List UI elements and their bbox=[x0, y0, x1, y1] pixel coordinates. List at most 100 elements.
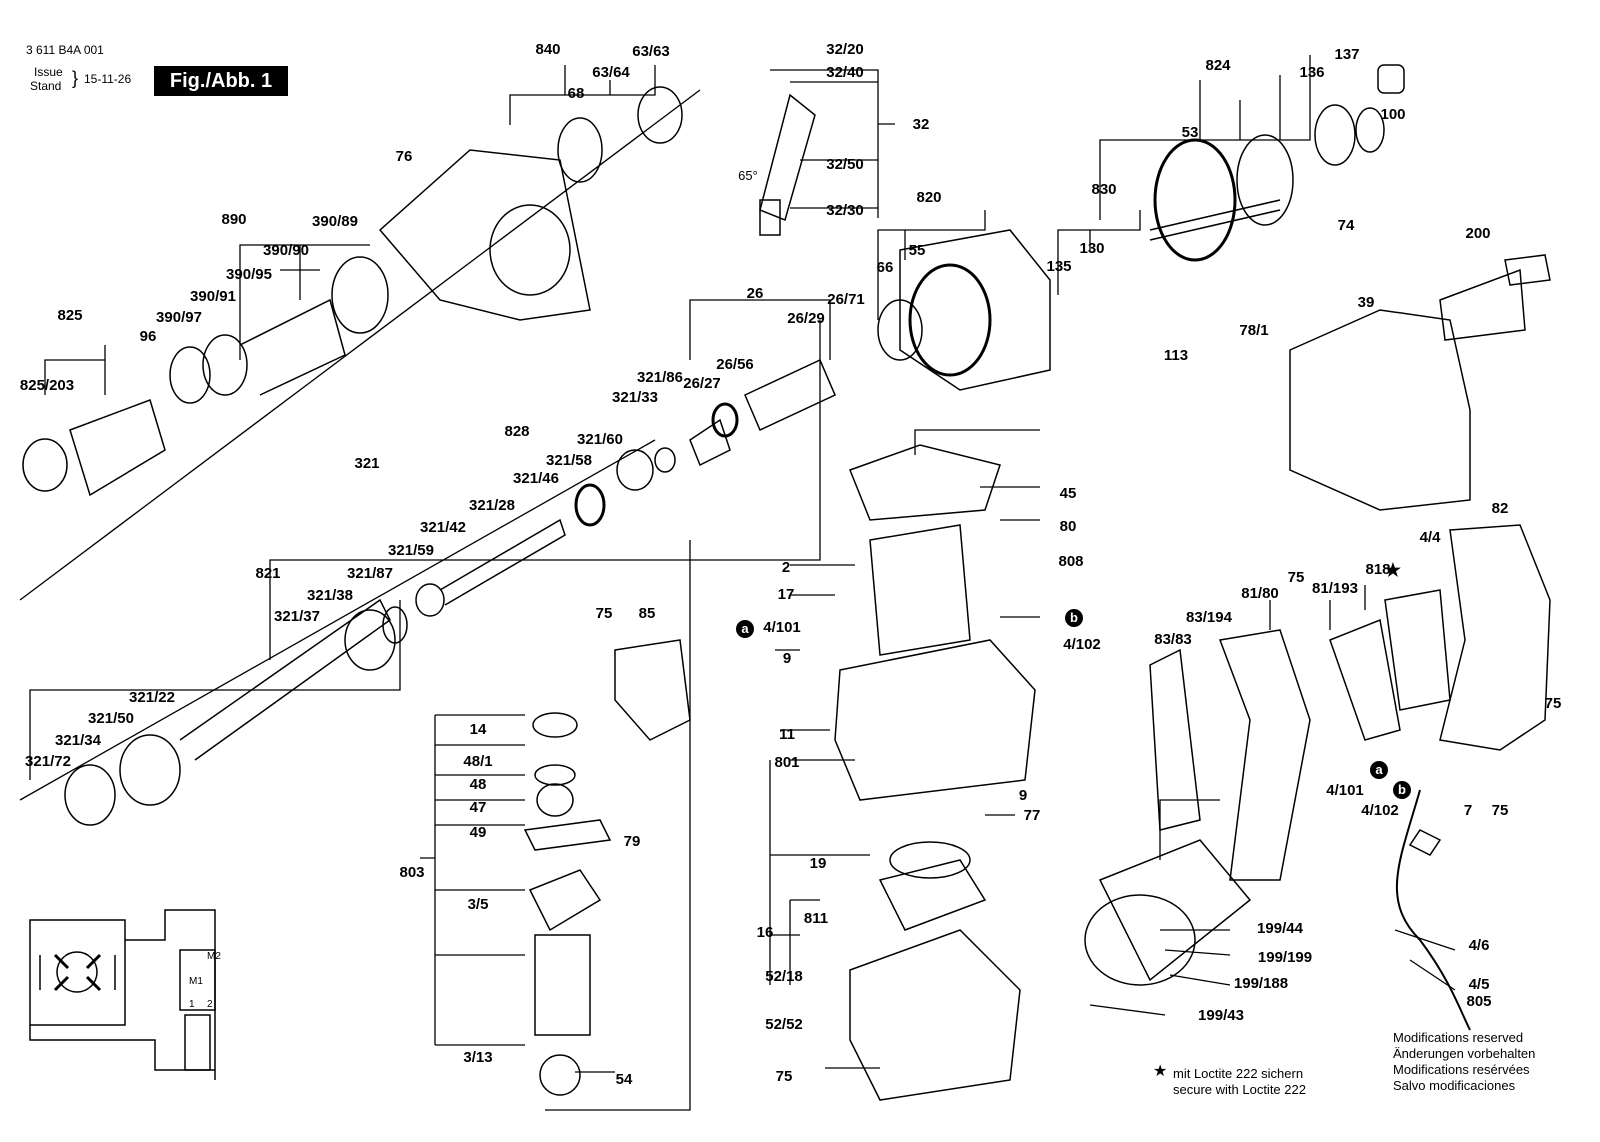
part-label: 199/199 bbox=[1257, 949, 1313, 966]
part-label: 75 bbox=[1287, 569, 1305, 586]
part-label: 4/4 bbox=[1419, 529, 1441, 546]
part-label: 830 bbox=[1091, 181, 1117, 198]
part-label: 321/42 bbox=[420, 519, 466, 536]
part-label: 390/91 bbox=[190, 288, 236, 305]
part-label: 7 bbox=[1463, 802, 1473, 819]
part-label: 45 bbox=[1059, 485, 1077, 502]
star-icon: ★ bbox=[1153, 1063, 1168, 1080]
part-label: 48 bbox=[469, 776, 487, 793]
part-label: 66 bbox=[876, 259, 894, 276]
part-label: 52/52 bbox=[765, 1016, 803, 1033]
part-label: 321/50 bbox=[88, 710, 134, 727]
part-label: 39 bbox=[1357, 294, 1375, 311]
part-label: 801 bbox=[774, 754, 800, 771]
part-label: 137 bbox=[1334, 46, 1360, 63]
part-label: 63/63 bbox=[632, 43, 670, 60]
loctite-en: secure with Loctite 222 bbox=[1173, 1082, 1306, 1097]
modifications-line: Änderungen vorbehalten bbox=[1393, 1046, 1536, 1061]
schematic-t2: 2 bbox=[207, 999, 213, 1010]
part-label: 808 bbox=[1058, 553, 1084, 570]
part-label: 16 bbox=[756, 924, 774, 941]
part-label: 824 bbox=[1205, 57, 1231, 74]
figure-label: Fig./Abb. 1 bbox=[154, 66, 288, 96]
part-label: 85 bbox=[638, 605, 656, 622]
part-label: 100 bbox=[1380, 106, 1406, 123]
part-label: 890 bbox=[221, 211, 247, 228]
part-label: 9 bbox=[782, 650, 792, 667]
part-label: 54 bbox=[615, 1071, 633, 1088]
part-label: 75 bbox=[595, 605, 613, 622]
badge-a: a bbox=[1370, 761, 1388, 779]
part-label: 26 bbox=[746, 285, 764, 302]
leader-lines bbox=[19, 55, 1456, 1111]
part-label: 390/97 bbox=[156, 309, 202, 326]
part-label: 11 bbox=[779, 726, 795, 743]
part-label: 83/83 bbox=[1154, 631, 1192, 648]
part-label: 321/22 bbox=[129, 689, 175, 706]
part-label: 14 bbox=[469, 721, 487, 738]
modifications-line: Salvo modificaciones bbox=[1393, 1078, 1516, 1093]
part-label: 4/5 bbox=[1468, 976, 1490, 993]
part-label: 811 bbox=[803, 910, 829, 927]
part-label: 200 bbox=[1465, 225, 1491, 242]
part-label: 321/33 bbox=[612, 389, 658, 406]
part-label: 4/101 bbox=[763, 619, 801, 636]
part-label: 321/46 bbox=[513, 470, 559, 487]
part-label: 3/13 bbox=[463, 1049, 493, 1066]
part-label: 77 bbox=[1023, 807, 1041, 824]
part-label: 4/102 bbox=[1063, 636, 1101, 653]
schematic-m1: M1 bbox=[189, 976, 203, 987]
part-label: 68 bbox=[567, 85, 585, 102]
part-label: 820 bbox=[916, 189, 942, 206]
part-label: 9 bbox=[1018, 787, 1028, 804]
part-label: 26/29 bbox=[787, 310, 825, 327]
part-label: 321/34 bbox=[55, 732, 101, 749]
part-label: 32/40 bbox=[826, 64, 864, 81]
part-label: 32/20 bbox=[826, 41, 864, 58]
part-label: 321/37 bbox=[274, 608, 320, 625]
part-label: 79 bbox=[623, 833, 641, 850]
part-label: 803 bbox=[399, 864, 425, 881]
part-label: 26/27 bbox=[683, 375, 721, 392]
part-label: 17 bbox=[777, 586, 795, 603]
part-label: 321 bbox=[354, 455, 380, 472]
part-label: 74 bbox=[1337, 217, 1355, 234]
part-label: 3/5 bbox=[467, 896, 489, 913]
part-label: 321/28 bbox=[469, 497, 515, 514]
part-label: 130 bbox=[1079, 240, 1105, 257]
part-label: 80 bbox=[1059, 518, 1077, 535]
badge-b: b bbox=[1065, 609, 1083, 627]
part-label: 47 bbox=[469, 799, 487, 816]
part-label: 75 bbox=[1491, 802, 1509, 819]
part-label: 75 bbox=[775, 1068, 793, 1085]
part-label: 321/60 bbox=[577, 431, 623, 448]
part-label: 199/44 bbox=[1257, 920, 1303, 937]
part-label: 96 bbox=[139, 328, 157, 345]
part-label: 82 bbox=[1491, 500, 1509, 517]
part-label: 390/95 bbox=[226, 266, 272, 283]
modifications-line: Modifications reserved bbox=[1393, 1030, 1524, 1045]
part-label: 805 bbox=[1466, 993, 1492, 1010]
part-label: 32 bbox=[912, 116, 930, 133]
issue-date: 15-11-26 bbox=[84, 72, 132, 86]
loctite-star: ★ bbox=[1384, 560, 1402, 580]
part-label: 321/58 bbox=[546, 452, 592, 469]
angle-label: 65° bbox=[738, 168, 758, 183]
schematic-m2: M2 bbox=[207, 951, 221, 962]
part-label: 32/30 bbox=[826, 202, 864, 219]
part-label: 78/1 bbox=[1239, 322, 1269, 339]
part-label: 825 bbox=[57, 307, 83, 324]
part-label: 321/87 bbox=[347, 565, 393, 582]
part-label: 52/18 bbox=[765, 968, 803, 985]
part-label: 199/188 bbox=[1233, 975, 1289, 992]
part-label: 840 bbox=[535, 41, 561, 58]
part-label: 55 bbox=[908, 242, 926, 259]
part-label: 136 bbox=[1299, 64, 1325, 81]
part-label: 828 bbox=[504, 423, 530, 440]
part-label: 321/38 bbox=[307, 587, 353, 604]
loctite-de: mit Loctite 222 sichern bbox=[1173, 1066, 1304, 1081]
part-label: 199/43 bbox=[1198, 1007, 1244, 1024]
part-label: 83/194 bbox=[1186, 609, 1232, 626]
part-label: 321/72 bbox=[25, 753, 71, 770]
